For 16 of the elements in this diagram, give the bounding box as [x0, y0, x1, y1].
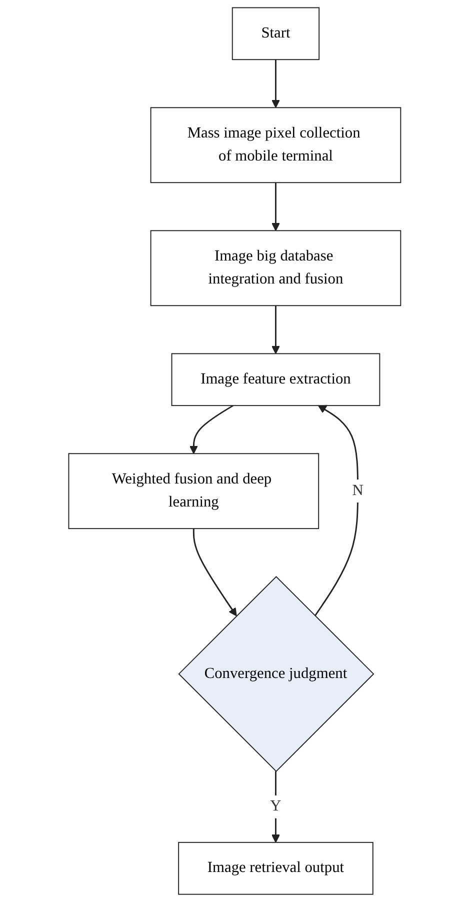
- node-box: Weighted fusion and deep learning: [68, 453, 320, 530]
- node-box: Image feature extraction: [172, 353, 380, 406]
- arrow: [272, 60, 280, 108]
- edge-label: N: [352, 482, 364, 499]
- node-box: Start: [232, 7, 320, 60]
- edge-label: Y: [270, 798, 282, 815]
- arrow: [314, 405, 359, 616]
- arrow: [193, 528, 238, 616]
- arrow: [272, 182, 280, 232]
- node-box: Image big database integration and fusion: [150, 230, 402, 306]
- node-diamond: Convergence judgment: [178, 576, 375, 772]
- arrow: [190, 404, 234, 454]
- arrow: [272, 306, 280, 354]
- arrow: [272, 771, 280, 843]
- node-box: Mass image pixel collection of mobile terminal: [150, 107, 402, 184]
- node-box: Image retrieval output: [178, 842, 374, 895]
